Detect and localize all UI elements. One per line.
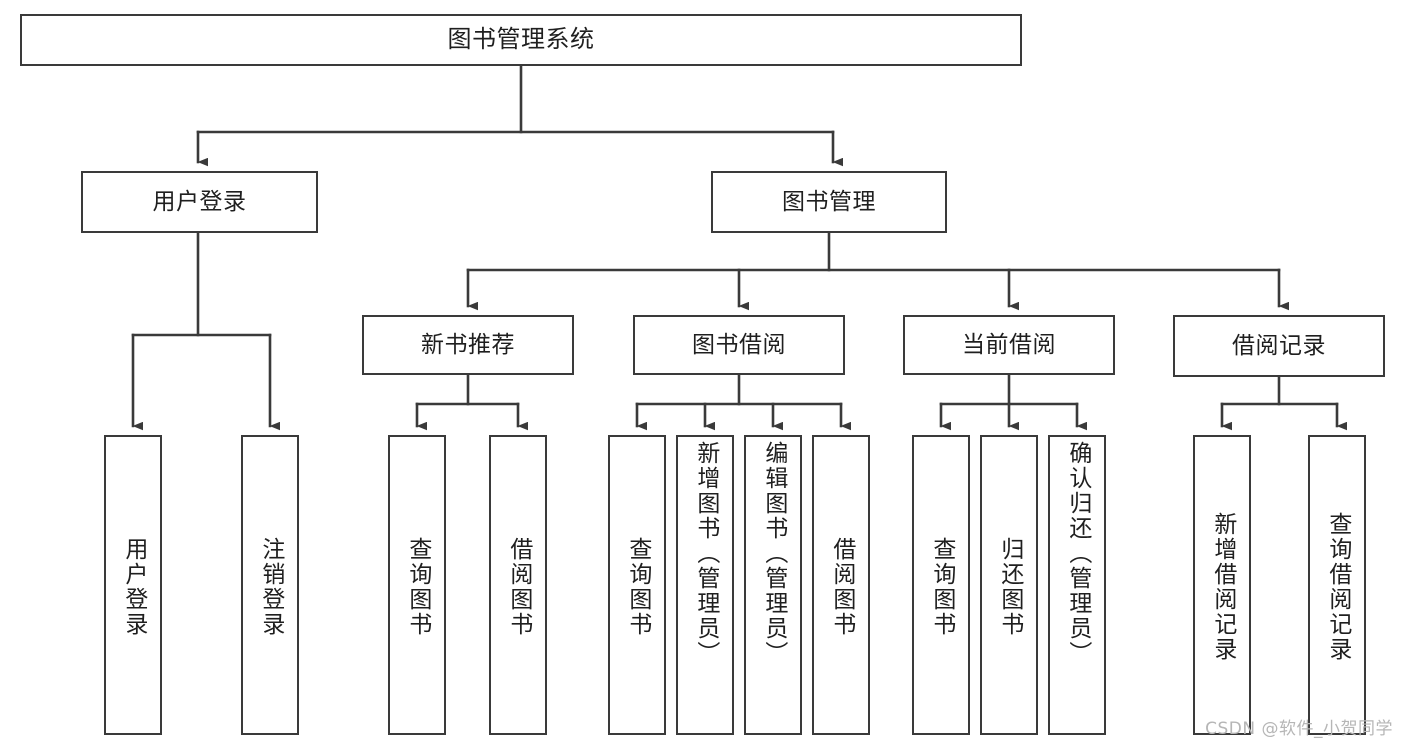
- node-user-login[interactable]: 用户登录: [81, 171, 318, 233]
- node-leaf-user-logout-label: 注销登录: [257, 537, 284, 637]
- node-leaf-add-record[interactable]: 新增借阅记录: [1193, 435, 1251, 735]
- node-leaf-borrow-book-1[interactable]: 借阅图书: [489, 435, 547, 735]
- node-current-borrow[interactable]: 当前借阅: [903, 315, 1115, 375]
- node-leaf-add-record-label: 新增借阅记录: [1209, 512, 1236, 662]
- node-book-borrow-label: 图书借阅: [692, 331, 786, 358]
- node-borrow-record[interactable]: 借阅记录: [1173, 315, 1385, 377]
- node-book-manage[interactable]: 图书管理: [711, 171, 947, 233]
- node-leaf-query-record-label: 查询借阅记录: [1324, 512, 1351, 662]
- node-book-borrow[interactable]: 图书借阅: [633, 315, 845, 375]
- node-leaf-borrow-book-1-label: 借阅图书: [505, 537, 532, 637]
- node-leaf-query-book-3[interactable]: 查询图书: [912, 435, 970, 735]
- node-leaf-user-login-label: 用户登录: [120, 537, 147, 637]
- node-new-book-recommend[interactable]: 新书推荐: [362, 315, 574, 375]
- node-leaf-query-book-2[interactable]: 查询图书: [608, 435, 666, 735]
- node-leaf-borrow-book-2[interactable]: 借阅图书: [812, 435, 870, 735]
- csdn-watermark: CSDN @软件_小贺同学: [1205, 719, 1393, 739]
- node-leaf-query-book-1[interactable]: 查询图书: [388, 435, 446, 735]
- node-borrow-record-label: 借阅记录: [1232, 332, 1326, 359]
- node-root-system[interactable]: 图书管理系统: [20, 14, 1022, 66]
- node-new-book-recommend-label: 新书推荐: [421, 331, 515, 358]
- node-leaf-return-book[interactable]: 归还图书: [980, 435, 1038, 735]
- node-user-login-label: 用户登录: [152, 188, 247, 215]
- node-leaf-query-record[interactable]: 查询借阅记录: [1308, 435, 1366, 735]
- node-leaf-edit-book-label: 编辑图书（管理员）: [760, 441, 787, 666]
- node-leaf-add-book-label: 新增图书（管理员）: [692, 441, 719, 666]
- node-current-borrow-label: 当前借阅: [962, 331, 1056, 358]
- node-leaf-add-book[interactable]: 新增图书（管理员）: [676, 435, 734, 735]
- node-leaf-return-book-label: 归还图书: [996, 537, 1023, 637]
- node-leaf-confirm-return[interactable]: 确认归还（管理员）: [1048, 435, 1106, 735]
- node-leaf-query-book-1-label: 查询图书: [404, 537, 431, 637]
- node-leaf-borrow-book-2-label: 借阅图书: [828, 537, 855, 637]
- node-book-manage-label: 图书管理: [782, 188, 876, 215]
- node-leaf-confirm-return-label: 确认归还（管理员）: [1064, 441, 1091, 666]
- node-leaf-user-logout[interactable]: 注销登录: [241, 435, 299, 735]
- node-leaf-query-book-2-label: 查询图书: [624, 537, 651, 637]
- node-root-system-label: 图书管理系统: [447, 25, 595, 54]
- node-leaf-query-book-3-label: 查询图书: [928, 537, 955, 637]
- node-leaf-edit-book[interactable]: 编辑图书（管理员）: [744, 435, 802, 735]
- node-leaf-user-login[interactable]: 用户登录: [104, 435, 162, 735]
